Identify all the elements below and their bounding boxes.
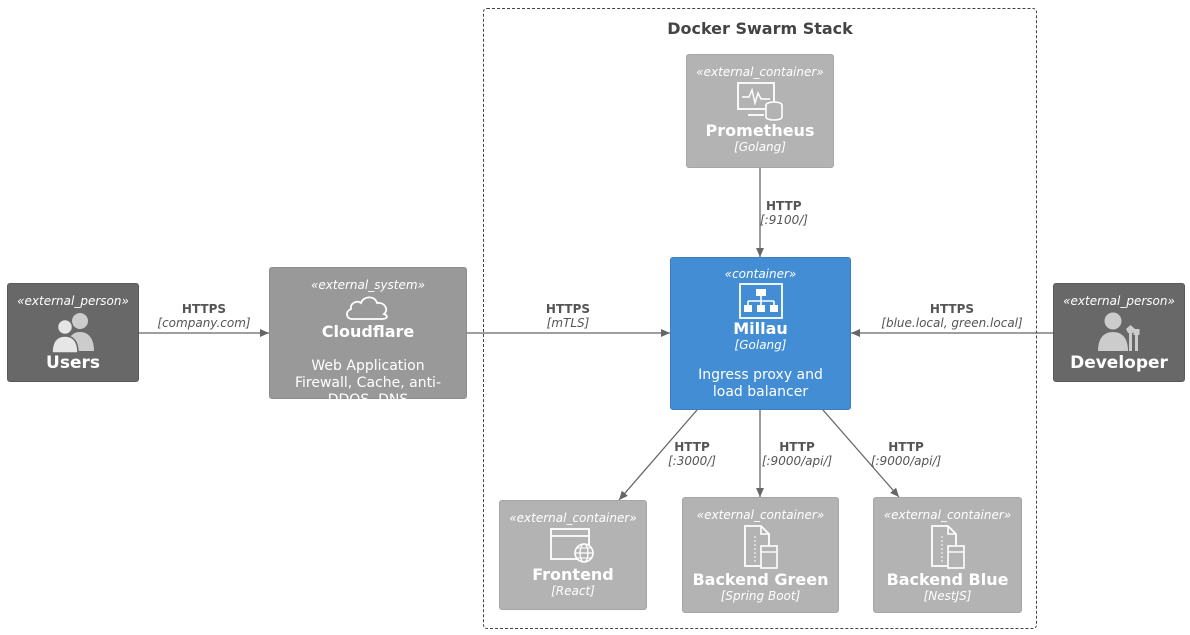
developer-stereotype: «external_person» bbox=[1063, 294, 1175, 308]
edge-label-cloudflare-millau: HTTPS [mTLS] bbox=[528, 302, 608, 330]
millau-title: Millau bbox=[733, 319, 788, 338]
edge-protocol: HTTP bbox=[766, 199, 802, 213]
edge-protocol: HTTPS bbox=[545, 302, 591, 316]
developer-node[interactable]: «external_person» Developer bbox=[1053, 283, 1185, 382]
file-server-icon bbox=[930, 525, 965, 569]
edge-label-prometheus-millau: HTTP [:9100/] bbox=[740, 199, 830, 227]
millau-node[interactable]: «container» Millau [Golang] Ingress prox… bbox=[670, 257, 851, 410]
edge-target: [:9000/api/] bbox=[870, 454, 942, 468]
cloud-icon bbox=[346, 296, 388, 320]
edge-protocol: HTTPS bbox=[929, 302, 975, 316]
backend-blue-title: Backend Blue bbox=[886, 570, 1009, 589]
edge-label-millau-blue: HTTP [:9000/api/] bbox=[867, 440, 945, 468]
browser-globe-icon bbox=[550, 528, 594, 563]
cloudflare-description: Web Application Firewall, Cache, anti-DD… bbox=[294, 358, 441, 408]
sitemap-icon bbox=[738, 283, 783, 319]
frontend-tech: [React] bbox=[551, 584, 595, 598]
users-node[interactable]: «external_person» Users bbox=[7, 283, 139, 382]
edge-millau-blue bbox=[822, 409, 900, 498]
millau-tech: [Golang] bbox=[734, 338, 787, 352]
edge-label-users-cloudflare: HTTPS [company.com] bbox=[144, 302, 264, 330]
prometheus-node[interactable]: «external_container» Prometheus [Golang] bbox=[686, 54, 834, 168]
edge-target: [mTLS] bbox=[546, 316, 590, 330]
cloudflare-stereotype: «external_system» bbox=[311, 278, 425, 292]
backend-blue-stereotype: «external_container» bbox=[883, 508, 1012, 522]
prometheus-stereotype: «external_container» bbox=[696, 65, 824, 79]
edge-target: [:9100/] bbox=[760, 213, 808, 227]
edge-target: [:9000/api/] bbox=[761, 454, 833, 468]
developer-title: Developer bbox=[1070, 353, 1168, 373]
file-server-icon bbox=[743, 525, 778, 569]
millau-description: Ingress proxy and load balancer bbox=[698, 367, 823, 400]
edge-label-millau-frontend: HTTP [:3000/] bbox=[660, 440, 724, 468]
backend-green-tech: [Spring Boot] bbox=[720, 589, 801, 603]
edge-target: [:3000/] bbox=[668, 454, 716, 468]
edge-protocol: HTTP bbox=[674, 440, 710, 454]
prometheus-title: Prometheus bbox=[705, 121, 815, 140]
edge-label-millau-green: HTTP [:9000/api/] bbox=[758, 440, 836, 468]
frontend-node[interactable]: «external_container» Frontend [React] bbox=[499, 500, 647, 610]
backend-green-stereotype: «external_container» bbox=[696, 508, 825, 522]
backend-blue-tech: [NestJS] bbox=[923, 589, 972, 603]
backend-blue-node[interactable]: «external_container» Backend Blue [NestJ… bbox=[873, 497, 1022, 613]
backend-green-title: Backend Green bbox=[692, 570, 829, 589]
cloudflare-node[interactable]: «external_system» Cloudflare Web Applica… bbox=[269, 267, 467, 408]
docker-swarm-boundary: Docker Swarm Stack bbox=[483, 8, 1037, 629]
cloudflare-title: Cloudflare bbox=[321, 322, 415, 341]
edge-millau-frontend bbox=[618, 409, 698, 501]
edge-label-developer-millau: HTTPS [blue.local, green.local] bbox=[870, 302, 1034, 330]
boundary-title: Docker Swarm Stack bbox=[667, 19, 853, 38]
monitor-database-icon bbox=[737, 82, 783, 121]
users-stereotype: «external_person» bbox=[17, 294, 129, 308]
backend-green-node[interactable]: «external_container» Backend Green [Spri… bbox=[682, 497, 839, 613]
millau-stereotype: «container» bbox=[724, 267, 797, 281]
users-icon bbox=[51, 313, 94, 353]
frontend-stereotype: «external_container» bbox=[509, 511, 637, 525]
edge-protocol: HTTP bbox=[888, 440, 924, 454]
prometheus-tech: [Golang] bbox=[734, 140, 786, 154]
edge-protocol: HTTP bbox=[779, 440, 815, 454]
edge-target: [blue.local, green.local] bbox=[881, 316, 1023, 330]
users-title: Users bbox=[46, 353, 100, 373]
edge-target: [company.com] bbox=[157, 316, 251, 330]
edge-protocol: HTTPS bbox=[181, 302, 227, 316]
developer-tools-icon bbox=[1098, 312, 1140, 351]
frontend-title: Frontend bbox=[532, 565, 614, 584]
